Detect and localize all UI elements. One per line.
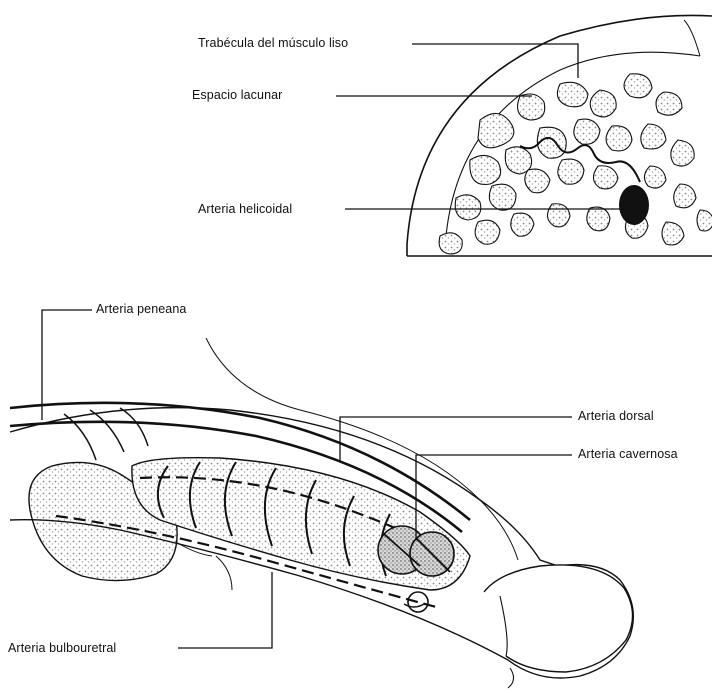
penis-side-view	[10, 338, 633, 688]
label-arteria-cavernosa: Arteria cavernosa	[578, 447, 678, 461]
lacunar-spaces	[439, 74, 714, 254]
label-espacio-lacunar: Espacio lacunar	[192, 88, 282, 102]
label-arteria-bulbouretral: Arteria bulbouretral	[8, 641, 116, 655]
label-arteria-helicoidal: Arteria helicoidal	[198, 202, 292, 216]
label-arteria-peneana: Arteria peneana	[96, 302, 186, 316]
helicine-artery-lumen	[619, 185, 649, 225]
erectile-tissue-cross-section	[407, 15, 714, 256]
label-trabecula: Trabécula del músculo liso	[198, 36, 348, 50]
label-arteria-dorsal: Arteria dorsal	[578, 409, 654, 423]
